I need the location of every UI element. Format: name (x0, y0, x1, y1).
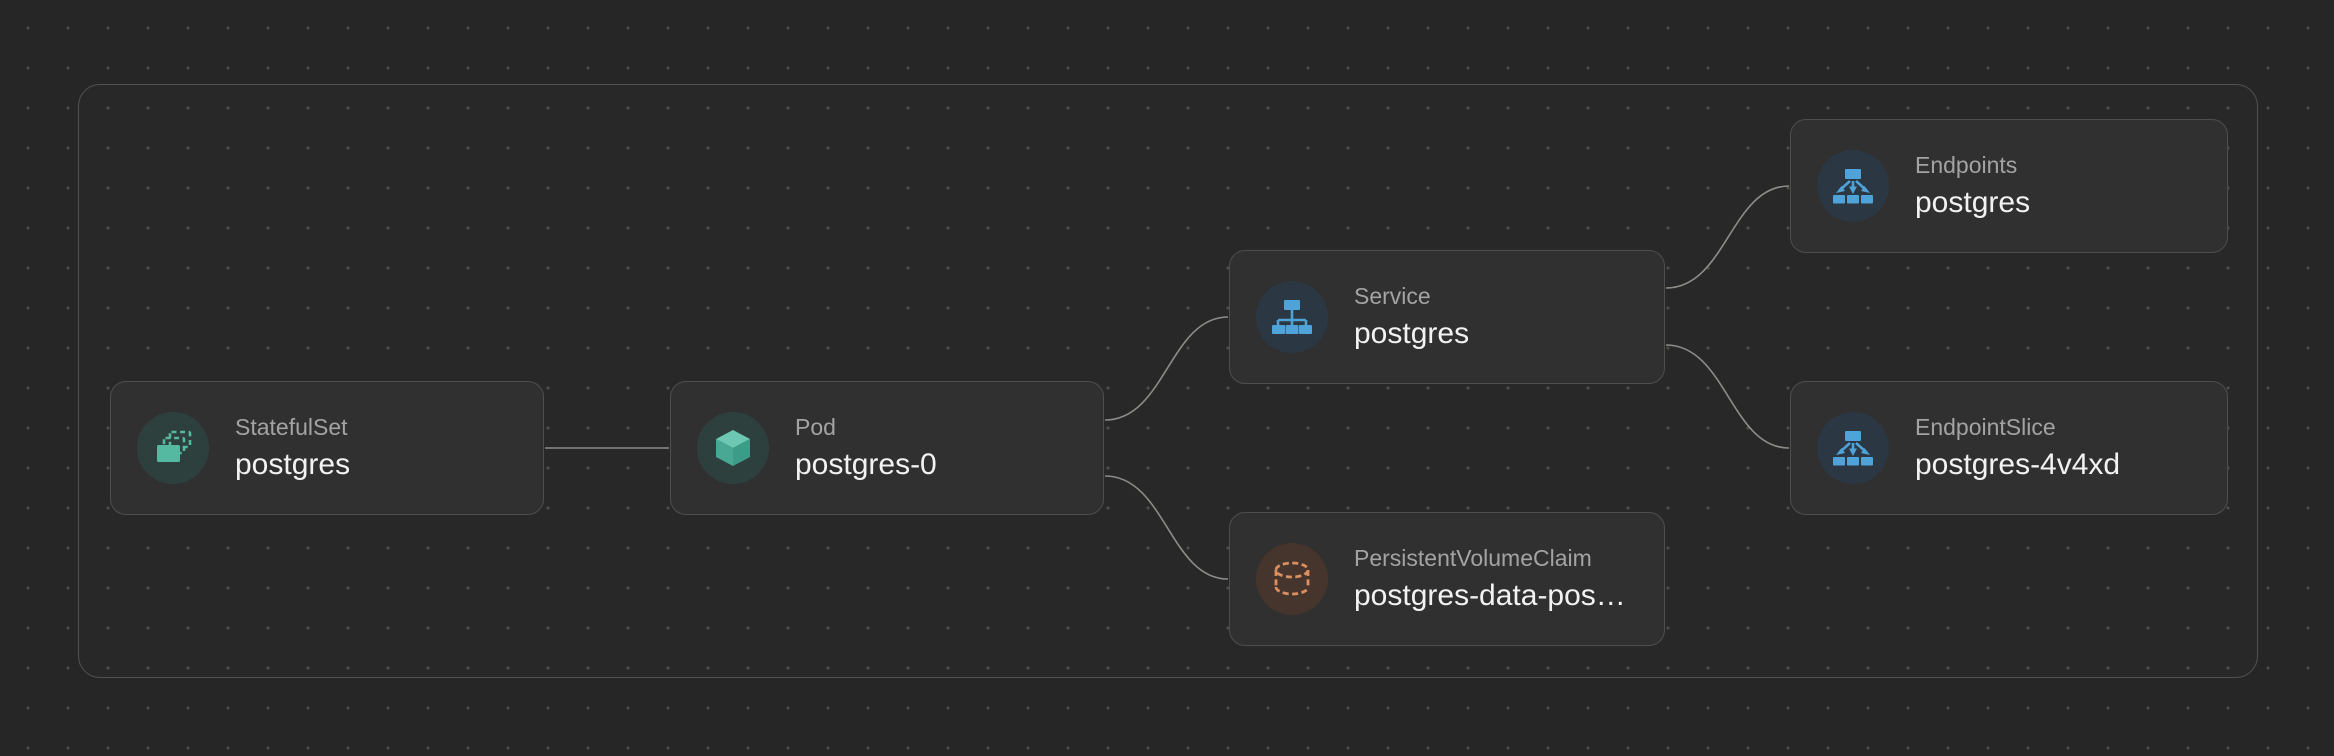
node-pod[interactable]: Pod postgres-0 (670, 381, 1104, 515)
statefulset-icon (137, 412, 209, 484)
node-kind-label: EndpointSlice (1915, 414, 2056, 440)
node-endpointslice[interactable]: EndpointSlice postgres-4v4xd (1790, 381, 2228, 515)
node-text: Service postgres (1354, 281, 1469, 353)
node-name-label: postgres (1354, 317, 1470, 350)
node-persistentvolumeclaim[interactable]: PersistentVolumeClaim postgres-data-pos… (1229, 512, 1665, 646)
node-text: PersistentVolumeClaim postgres-data-pos… (1354, 543, 1626, 615)
node-name-label: postgres (235, 448, 351, 481)
node-text: Endpoints postgres (1915, 150, 2030, 222)
pod-cube-icon (697, 412, 769, 484)
persistent-volume-claim-icon (1256, 543, 1328, 615)
node-service[interactable]: Service postgres (1229, 250, 1665, 384)
node-kind-label: Endpoints (1915, 152, 2018, 178)
node-kind-label: StatefulSet (235, 414, 348, 440)
node-kind-label: Pod (795, 414, 836, 440)
endpoints-icon (1817, 150, 1889, 222)
node-kind-label: PersistentVolumeClaim (1354, 545, 1592, 571)
namespace-group-container (78, 84, 2258, 678)
endpoints-icon (1817, 412, 1889, 484)
node-text: StatefulSet postgres (235, 412, 350, 484)
node-text: Pod postgres-0 (795, 412, 937, 484)
node-name-label: postgres-data-pos… (1354, 579, 1626, 612)
node-text: EndpointSlice postgres-4v4xd (1915, 412, 2120, 484)
node-name-label: postgres-0 (795, 448, 937, 481)
node-name-label: postgres (1915, 186, 2031, 219)
node-statefulset[interactable]: StatefulSet postgres (110, 381, 544, 515)
node-kind-label: Service (1354, 283, 1431, 309)
node-name-label: postgres-4v4xd (1915, 448, 2121, 481)
service-hierarchy-icon (1256, 281, 1328, 353)
node-endpoints[interactable]: Endpoints postgres (1790, 119, 2228, 253)
